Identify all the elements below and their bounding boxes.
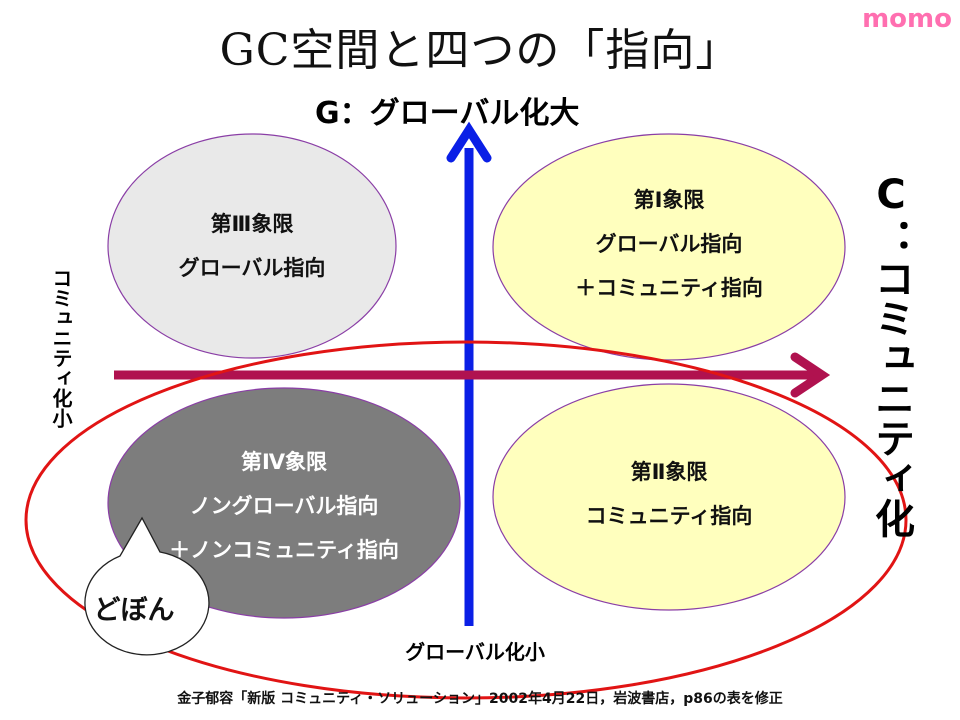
quadrant-4-ellipse	[107, 387, 461, 619]
quadrant-1-name: 第Ⅰ象限	[633, 188, 705, 212]
axis-label-bottom: グローバル化小	[405, 640, 545, 664]
vertical-axis-arrowhead	[446, 121, 492, 163]
quadrant-4-label: 第Ⅳ象限 ノングローバル指向 ＋ノンコミュニティ指向	[144, 440, 424, 572]
quadrant-2-name: 第Ⅱ象限	[630, 460, 708, 484]
quadrant-4-line1: ノングローバル指向	[189, 494, 379, 518]
quadrant-4-line2: ＋ノンコミュニティ指向	[169, 538, 399, 562]
speech-bubble-text: どぼん	[93, 595, 175, 626]
quadrant-1-line2: ＋コミュニティ指向	[575, 276, 763, 300]
quadrant-3-label: 第Ⅲ象限 グローバル指向	[132, 202, 372, 290]
brand-logo: momo	[862, 4, 952, 34]
axis-label-top: G：グローバル化大	[315, 96, 580, 131]
quadrant-2-ellipse	[492, 383, 846, 611]
page-title: GC空間と四つの「指向」	[219, 25, 741, 76]
highlight-ellipse	[24, 340, 908, 700]
axis-label-left: コミュニティ化小	[49, 268, 73, 428]
quadrant-1-ellipse	[492, 133, 846, 361]
quadrant-3-line1: グローバル指向	[178, 256, 326, 280]
quadrant-2-line1: コミュニティ指向	[585, 504, 753, 528]
quadrant-3-name: 第Ⅲ象限	[210, 212, 294, 236]
quadrant-1-label: 第Ⅰ象限 グローバル指向 ＋コミュニティ指向	[529, 178, 809, 310]
horizontal-axis-arrowhead	[790, 352, 831, 398]
axis-label-right: C：コミュニティ化大	[868, 172, 914, 538]
quadrant-3-ellipse	[107, 133, 397, 359]
quadrant-4-name: 第Ⅳ象限	[240, 450, 328, 474]
speech-bubble	[84, 516, 210, 656]
quadrant-2-label: 第Ⅱ象限 コミュニティ指向	[529, 450, 809, 538]
source-footnote: 金子郁容「新版 コミュニティ・ソリューション」2002年4月22日，岩波書店，p…	[177, 691, 783, 707]
quadrant-1-line1: グローバル指向	[595, 232, 743, 256]
